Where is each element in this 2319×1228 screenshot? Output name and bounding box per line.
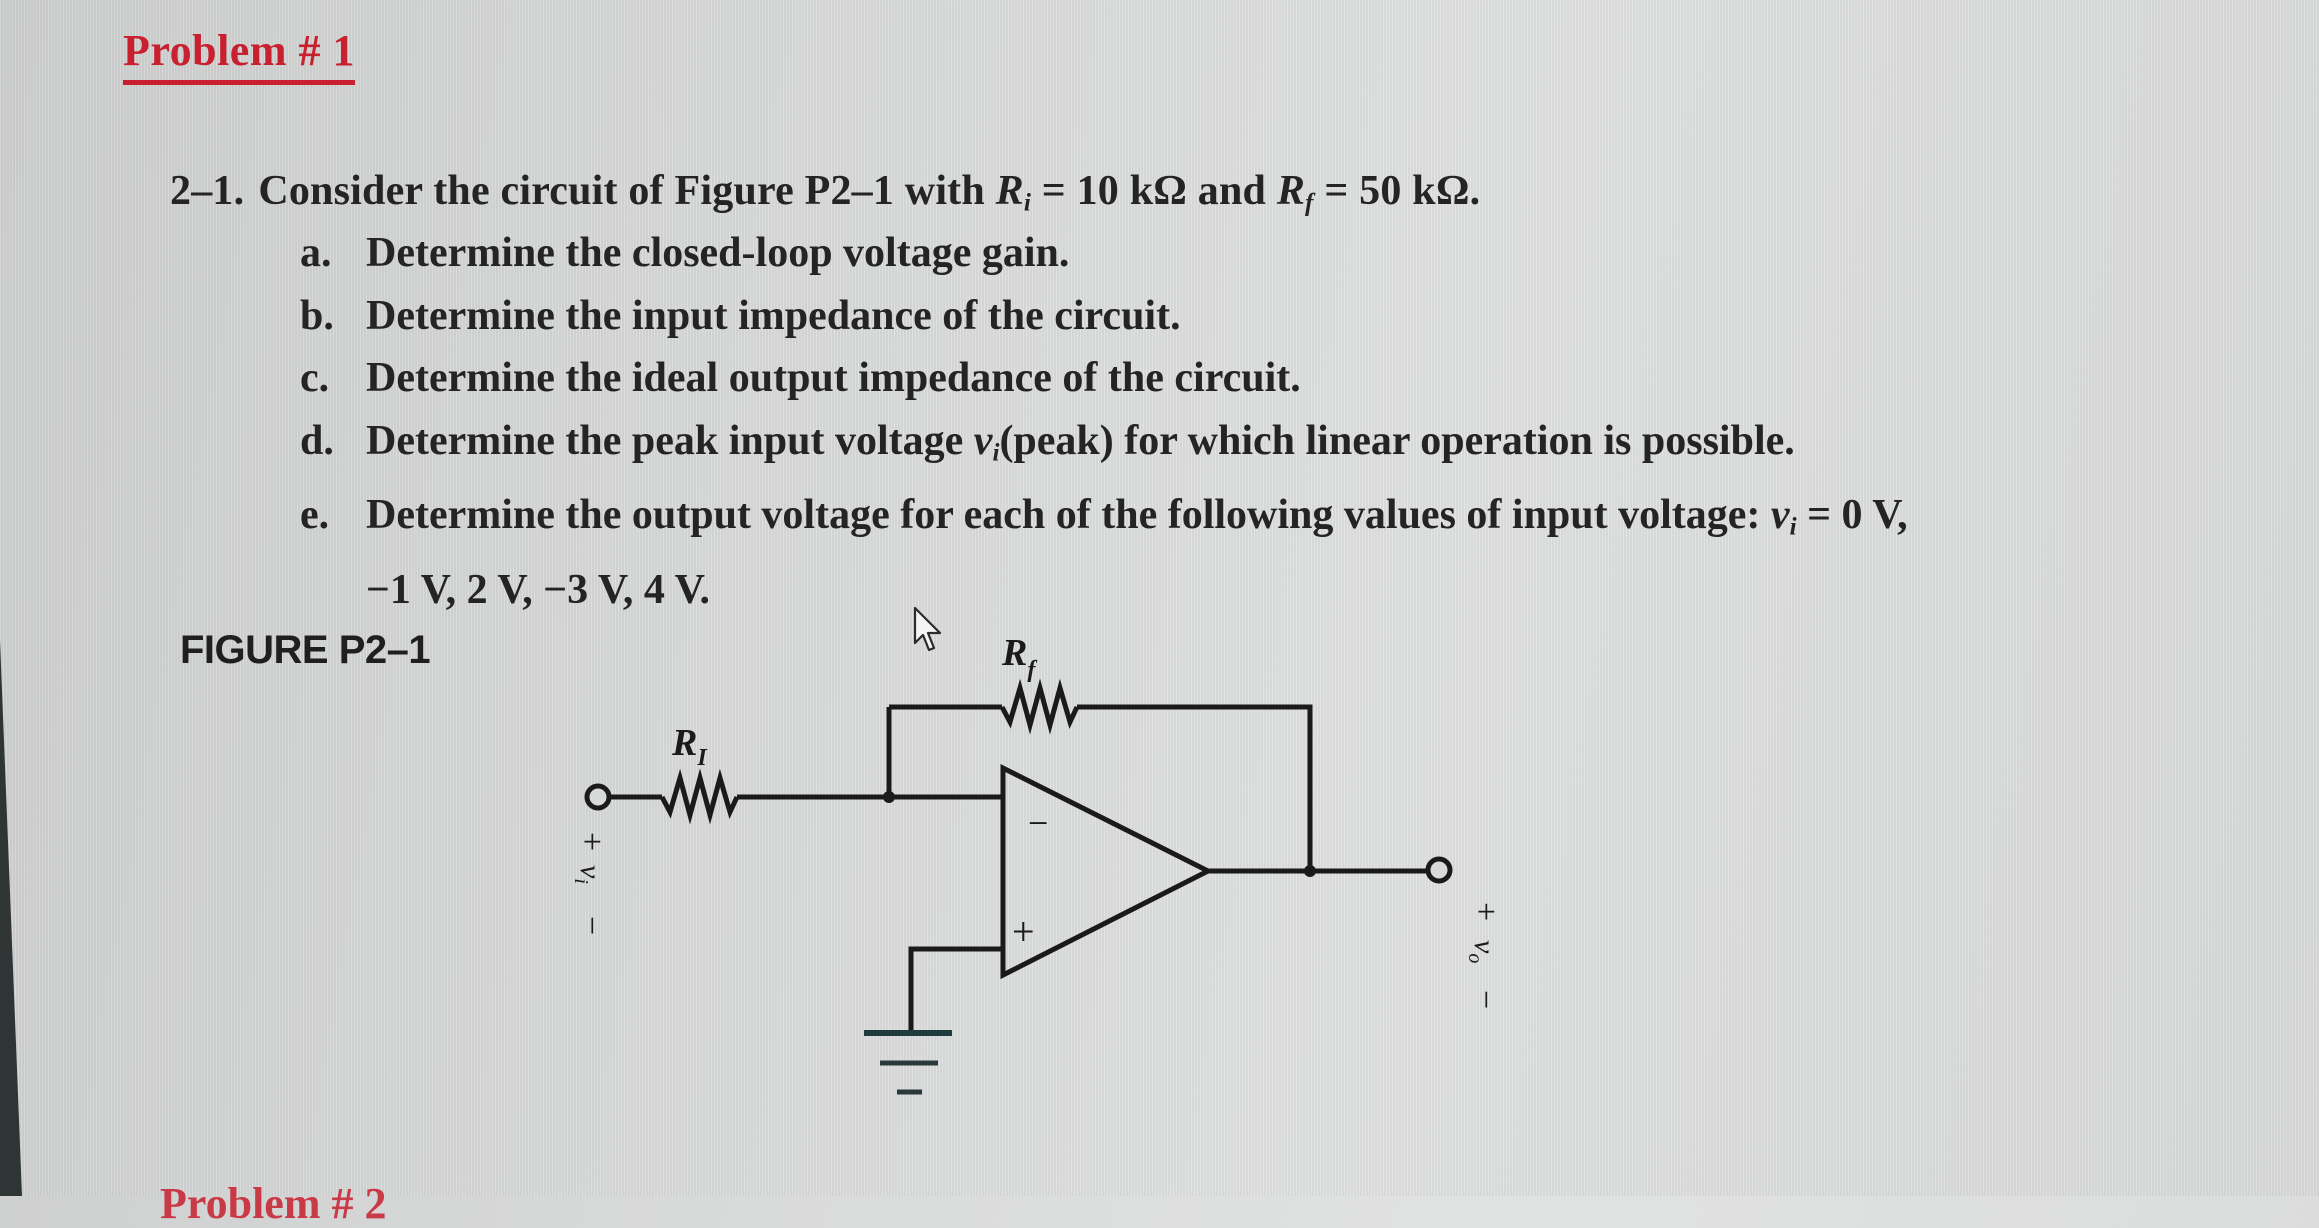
rf-symbol: R xyxy=(1276,168,1306,214)
junction-dot-icon xyxy=(1304,865,1316,877)
ri-label-symbol: R xyxy=(671,722,697,764)
vi-subscript: i xyxy=(992,438,1000,466)
mouse-cursor-icon xyxy=(913,606,942,652)
rf-label-sub: f xyxy=(1027,657,1037,683)
part-a: a. Determine the closed-loop voltage gain… xyxy=(300,222,1908,285)
vo-minus-sign: − xyxy=(1467,990,1504,1009)
part-text-before: Determine the peak input voltage xyxy=(366,417,974,464)
part-text-after: = 0 V, xyxy=(1796,492,1908,539)
opamp-inverting-sign: − xyxy=(1028,803,1048,843)
rf-value: = 50 kΩ. xyxy=(1313,168,1481,214)
part-letter: d. xyxy=(300,417,334,464)
question-intro: 2–1. Consider the circuit of Figure P2–1 … xyxy=(170,160,1480,234)
ri-symbol: R xyxy=(995,168,1024,214)
vi-symbol: v xyxy=(1770,492,1790,539)
input-resistor-icon xyxy=(659,768,740,825)
inverting-amplifier-circuit: − + RI Rf + vi − + vo − xyxy=(570,632,1504,1095)
part-text: Determine the ideal output impedance of … xyxy=(366,355,1301,401)
rf-label-symbol: R xyxy=(1001,632,1027,674)
part-letter: a. xyxy=(300,230,332,276)
part-text-after: (peak) for which linear operation is pos… xyxy=(999,417,1795,464)
question-intro-text: Consider the circuit of Figure P2–1 with xyxy=(258,168,996,214)
part-e: e. Determine the output voltage for each … xyxy=(300,484,1908,559)
input-voltage-label: + vi − xyxy=(570,832,610,935)
part-letter: b. xyxy=(300,292,334,339)
next-problem-heading: Problem # 2 xyxy=(160,1179,387,1228)
ri-subscript: i xyxy=(1023,189,1032,217)
vi-symbol: v xyxy=(973,417,993,464)
vi-minus-sign: − xyxy=(573,916,610,935)
vo-symbol: vo xyxy=(1464,940,1501,963)
part-d: d. Determine the peak input voltage vi(pe… xyxy=(300,410,1908,485)
vi-symbol: vi xyxy=(570,865,607,884)
ri-label-sub: I xyxy=(696,745,708,771)
part-b: b. Determine the input impedance of the c… xyxy=(300,285,1908,348)
figure-label: FIGURE P2–1 xyxy=(180,628,431,672)
output-voltage-label: + vo − xyxy=(1464,902,1504,1009)
output-terminal-icon xyxy=(1425,856,1453,884)
part-text: Determine the input impedance of the cir… xyxy=(366,292,1181,339)
vi-plus-sign: + xyxy=(573,832,610,851)
ground-icon xyxy=(864,1030,952,1095)
part-text: Determine the closed-loop voltage gain. xyxy=(366,230,1070,276)
junction-dot-icon xyxy=(883,791,895,803)
part-letter: e. xyxy=(300,492,330,539)
feedback-resistor-label: Rf xyxy=(1001,632,1037,683)
question-number: 2–1. xyxy=(170,168,245,214)
rf-subscript: f xyxy=(1305,189,1314,217)
input-terminal-icon xyxy=(584,783,612,811)
problem-heading: Problem # 1 xyxy=(123,27,355,86)
opamp-icon xyxy=(1000,763,1214,980)
part-letter: c. xyxy=(300,355,330,401)
input-resistor-label: RI xyxy=(671,722,708,771)
monitor-bezel-edge xyxy=(0,640,22,1196)
part-e-continuation: −1 V, 2 V, −3 V, 4 V. xyxy=(366,567,710,614)
part-c: c. Determine the ideal output impedance o… xyxy=(300,347,1908,410)
vo-plus-sign: + xyxy=(1467,902,1504,921)
question-parts: a. Determine the closed-loop voltage gain… xyxy=(300,222,1908,622)
vi-subscript: i xyxy=(1789,513,1797,541)
feedback-resistor-icon xyxy=(999,678,1080,735)
opamp-noninverting-sign: + xyxy=(1012,909,1035,954)
part-text-before: Determine the output voltage for each of… xyxy=(366,492,1771,539)
ri-value: = 10 kΩ and xyxy=(1031,168,1277,214)
